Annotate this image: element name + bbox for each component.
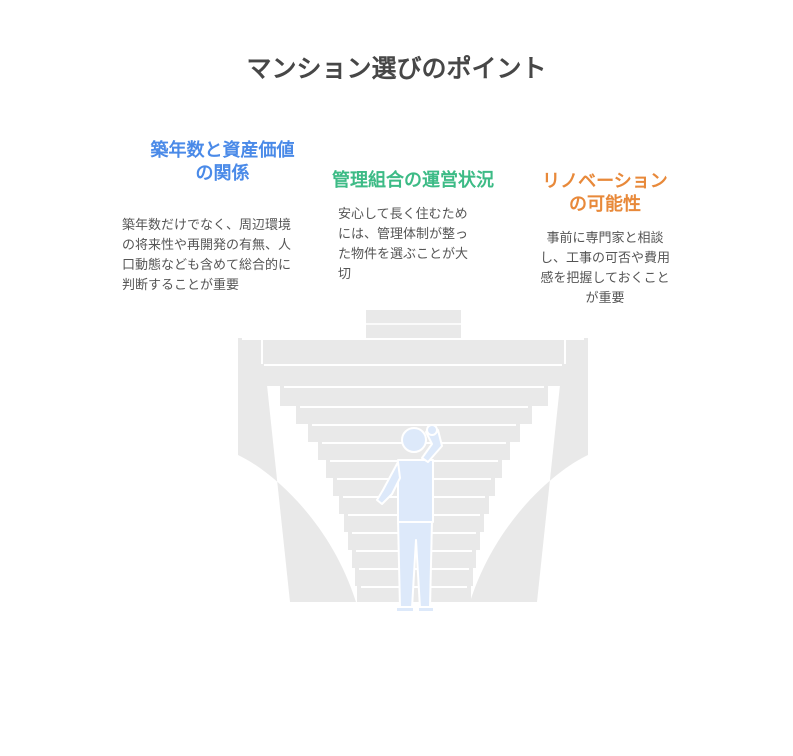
body-line: の将来性や再開発の有無、人 (122, 238, 292, 253)
stair-steps (238, 338, 588, 602)
body-line: には、管理体制が整っ (338, 227, 469, 242)
body-line: し、工事の可否や費用 (539, 251, 670, 266)
stair-step (238, 338, 588, 364)
body-line: 切 (338, 267, 352, 282)
body-line: が重要 (585, 291, 625, 306)
stair-step (260, 364, 566, 386)
body-line: 口動態なども含めて総合的に (122, 258, 292, 273)
heading-line: の関係 (195, 163, 250, 184)
body-line: 判断することが重要 (122, 278, 240, 293)
body-line: 事前に専門家と相談 (546, 231, 664, 246)
body-line: た物件を選ぶことが大 (338, 247, 469, 262)
point-body-age-value: 築年数だけでなく、周辺環境 の将来性や再開発の有無、人 口動態なども含めて総合的… (122, 216, 322, 296)
right-wall (470, 338, 588, 602)
point-heading-age-value: 築年数と資産価値 の関係 (130, 139, 315, 185)
heading-line: 管理組合の運営状況 (332, 170, 494, 191)
person-head (401, 427, 427, 453)
page-title: マンション選びのポイント (246, 54, 547, 83)
point-heading-renovation: リノベーション の可能性 (520, 170, 690, 216)
stair-notch (261, 338, 566, 364)
staircase-icon (238, 310, 588, 602)
body-line: 感を把握しておくこと (540, 271, 670, 286)
stair-step (280, 386, 548, 406)
person-hand (426, 424, 438, 436)
point-body-renovation: 事前に専門家と相談 し、工事の可否や費用 感を把握しておくこと が重要 (525, 229, 685, 309)
left-wall (238, 338, 356, 602)
person-torso (397, 459, 434, 523)
person-left-arm (376, 461, 401, 505)
heading-line: リノベーション (542, 171, 668, 192)
person-feet (395, 606, 435, 613)
stair-step (357, 586, 471, 602)
heading-line: 築年数と資産価値 (150, 140, 295, 161)
body-line: 築年数だけでなく、周辺環境 (122, 218, 292, 233)
thinking-person-icon (376, 424, 443, 613)
stair-step (296, 406, 532, 424)
point-heading-management: 管理組合の運営状況 (318, 169, 508, 192)
point-body-management: 安心して長く住むため には、管理体制が整っ た物件を選ぶことが大 切 (338, 205, 498, 285)
body-line: 安心して長く住むため (338, 207, 468, 222)
heading-line: の可能性 (569, 194, 641, 215)
